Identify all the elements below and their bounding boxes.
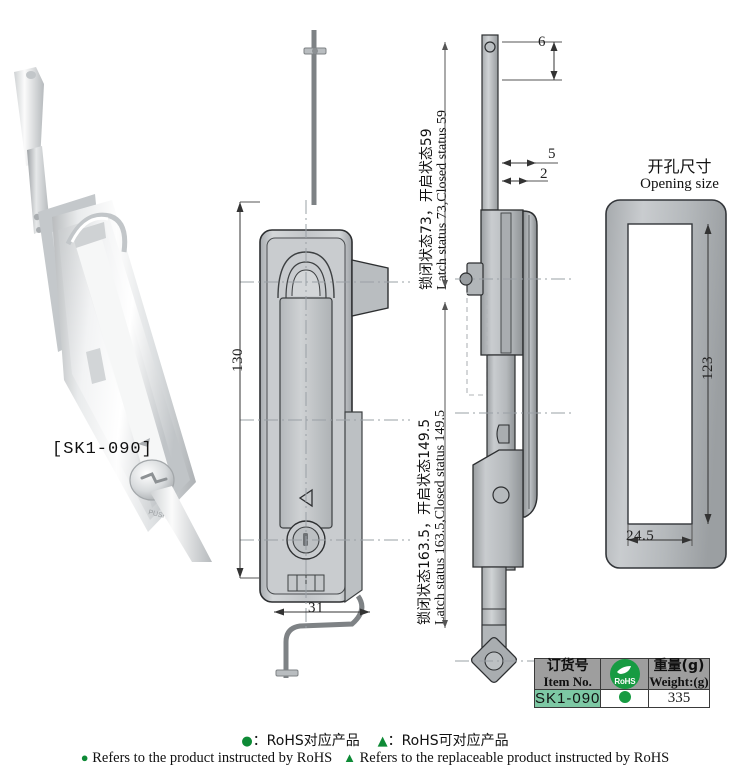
product-photo: PUSH <box>0 62 230 562</box>
side-view <box>455 25 595 695</box>
footnote-triangle-icon-cn: ▲ <box>377 734 388 749</box>
photo-push-marker: PUSH <box>138 438 168 521</box>
rohs-footnote: ●：RoHS对应产品 ▲：RoHS可对应产品 ● Refers to the p… <box>0 733 750 767</box>
opening-size-width-value: 24.5 <box>626 528 655 544</box>
dim-front-height <box>232 200 262 580</box>
front-view <box>240 30 430 680</box>
footnote-circle-icon-cn: ● <box>241 734 253 749</box>
spec-header-item-no: 订货号 Item No. <box>533 658 602 690</box>
opening-size-title-en: Opening size <box>640 175 719 192</box>
dim-side-6-value: 6 <box>538 34 546 50</box>
footnote-triangle-icon-en: ▲ <box>343 749 356 765</box>
side-view-rod-end <box>470 636 518 684</box>
front-view-rod <box>303 30 327 205</box>
photo-upper-rod <box>14 67 50 234</box>
side-view-hidden-detail <box>466 292 488 396</box>
dim-side-6 <box>500 30 580 90</box>
spec-header-rohs: RoHS <box>600 658 650 690</box>
dim-front-height-value: 130 <box>230 348 246 372</box>
rohs-icon: RoHS <box>609 659 640 689</box>
rohs-footnote-en: ● Refers to the product instructed by Ro… <box>0 750 750 767</box>
spec-cell-item-no: SK1-090 <box>533 689 602 708</box>
front-view-lever <box>277 251 335 529</box>
opening-size-height-value: 123 <box>700 356 716 380</box>
spec-table-header-row: 订货号 Item No. RoHS 重量(g) Weight:(g) <box>533 658 710 690</box>
rohs-footnote-cn: ●：RoHS对应产品 ▲：RoHS可对应产品 <box>0 733 750 750</box>
side-view-top-rod <box>481 34 499 211</box>
footnote-en-text-2: Refers to the replaceable product instru… <box>359 749 670 766</box>
spec-header-weight: 重量(g) Weight:(g) <box>648 658 710 690</box>
spec-cell-rohs <box>600 689 650 708</box>
table-row: SK1-090 335 <box>533 689 710 708</box>
dim-side-5 <box>500 156 562 170</box>
dim-side-5-value: 5 <box>548 146 556 162</box>
side-view-nib <box>496 424 510 444</box>
side-view-cam-block <box>472 449 524 568</box>
status-label-upper-cn: 锁闭状态73，开启状态59 <box>419 128 435 290</box>
status-upper-extent <box>438 40 452 290</box>
spec-header-weight-cn: 重量(g) <box>653 658 705 675</box>
opening-size-diagram <box>598 196 748 576</box>
rohs-leaf-icon <box>616 666 631 674</box>
photo-lower-rod <box>150 486 212 562</box>
dim-side-2 <box>500 174 552 188</box>
front-view-centerlines <box>240 200 410 630</box>
front-view-latch-tongue <box>351 259 389 317</box>
status-label-lower-cn: 锁闭状态163.5，开启状态149.5 <box>417 418 433 625</box>
dim-front-depth <box>272 604 372 620</box>
footnote-circle-icon-en: ● <box>80 749 89 765</box>
front-view-backplate <box>344 411 363 604</box>
rohs-icon-label: RoHS <box>614 677 636 686</box>
footnote-cn-text-2: ：RoHS可对应产品 <box>387 733 509 749</box>
spec-header-item-no-en: Item No. <box>543 673 592 689</box>
part-number-label: [SK1-090] <box>52 440 153 459</box>
green-dot-icon <box>618 690 631 703</box>
dim-side-2-value: 2 <box>540 166 548 182</box>
opening-size-title-cn: 开孔尺寸 <box>647 157 712 176</box>
side-view-cover-plate <box>522 210 538 518</box>
dim-front-depth-value: 31 <box>308 600 324 616</box>
photo-lever <box>72 222 178 508</box>
spec-table: 订货号 Item No. RoHS 重量(g) Weight:(g) <box>533 658 710 708</box>
spec-header-item-no-cn: 订货号 <box>546 658 589 675</box>
spec-header-weight-en: Weight:(g) <box>649 673 709 689</box>
opening-size-title: 开孔尺寸 Opening size <box>612 158 747 193</box>
footnote-en-text-1: Refers to the product instructed by RoHS <box>92 749 333 766</box>
photo-lever-arc <box>65 212 128 253</box>
svg-text:PUSH: PUSH <box>148 509 169 520</box>
side-view-upper-body <box>480 209 524 356</box>
footnote-cn-text-1: ：RoHS对应产品 <box>252 733 360 749</box>
front-view-lower-rod <box>275 594 365 678</box>
photo-side-tab <box>86 348 106 384</box>
status-lower-extent <box>438 300 452 630</box>
spec-cell-weight: 335 <box>648 689 710 708</box>
